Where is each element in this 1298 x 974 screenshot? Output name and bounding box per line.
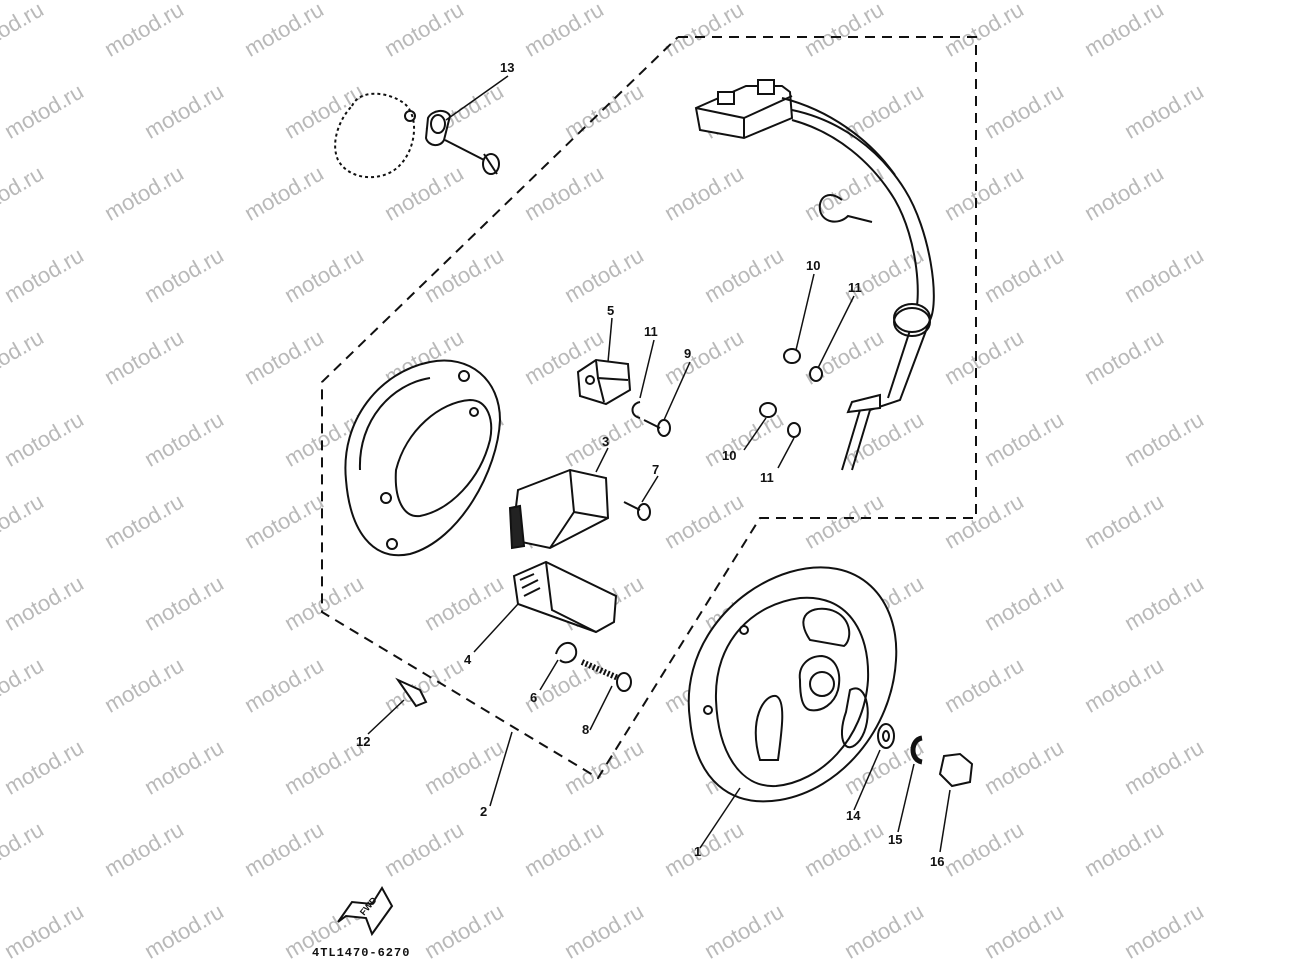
part-13-pickup-bracket: [334, 92, 500, 179]
part-3-charge-coil: [508, 468, 610, 550]
callout-7: 7: [652, 462, 659, 477]
part-15-spring-washer: [910, 735, 923, 765]
callout-16: 16: [930, 854, 944, 869]
part-10-bolt-upper: [783, 348, 801, 364]
callout-6: 6: [530, 690, 537, 705]
callout-11-a: 11: [644, 324, 658, 339]
leader-lines: [367, 75, 951, 853]
callout-9: 9: [684, 346, 691, 361]
callout-numbers: 13 5 11 9 3 7 4 6 8 12 2 1 14 15 16 10 1…: [356, 60, 944, 869]
callout-4: 4: [464, 652, 472, 667]
part-7-screw: [637, 503, 651, 521]
part-6-clip: [555, 642, 578, 664]
callout-11-b: 11: [848, 280, 862, 295]
callout-1: 1: [694, 844, 701, 859]
part-2-stator-plate: [344, 359, 502, 557]
callout-13: 13: [500, 60, 514, 75]
callout-5: 5: [607, 303, 614, 318]
part-10-bolt-lower: [759, 402, 777, 418]
part-4-lighting-coil: [512, 560, 618, 634]
callout-10-a: 10: [806, 258, 820, 273]
part-11-washer-lower: [787, 422, 801, 438]
wiring-harness: [694, 79, 935, 471]
part-12-screw: [395, 677, 428, 708]
callout-2: 2: [480, 804, 487, 819]
hardware-fasteners: [395, 348, 974, 788]
callout-11-c: 11: [760, 470, 774, 485]
part-5-pickup-coil: [576, 358, 632, 406]
assembly-boundary: [321, 36, 977, 780]
fwd-arrow-icon: FWD: [337, 886, 394, 937]
part-16-nut: [938, 752, 974, 788]
part-11-washer-upper: [809, 366, 823, 382]
callout-12: 12: [356, 734, 370, 749]
part-code: 4TL1470-6270: [312, 946, 410, 960]
callout-8: 8: [582, 722, 589, 737]
part-1-flywheel-rotor: [687, 566, 898, 803]
part-11-washer: [631, 401, 641, 419]
callout-15: 15: [888, 832, 902, 847]
part-8-screw: [616, 672, 632, 692]
callout-10-b: 10: [722, 448, 736, 463]
callout-3: 3: [602, 434, 609, 449]
callout-14: 14: [846, 808, 861, 823]
